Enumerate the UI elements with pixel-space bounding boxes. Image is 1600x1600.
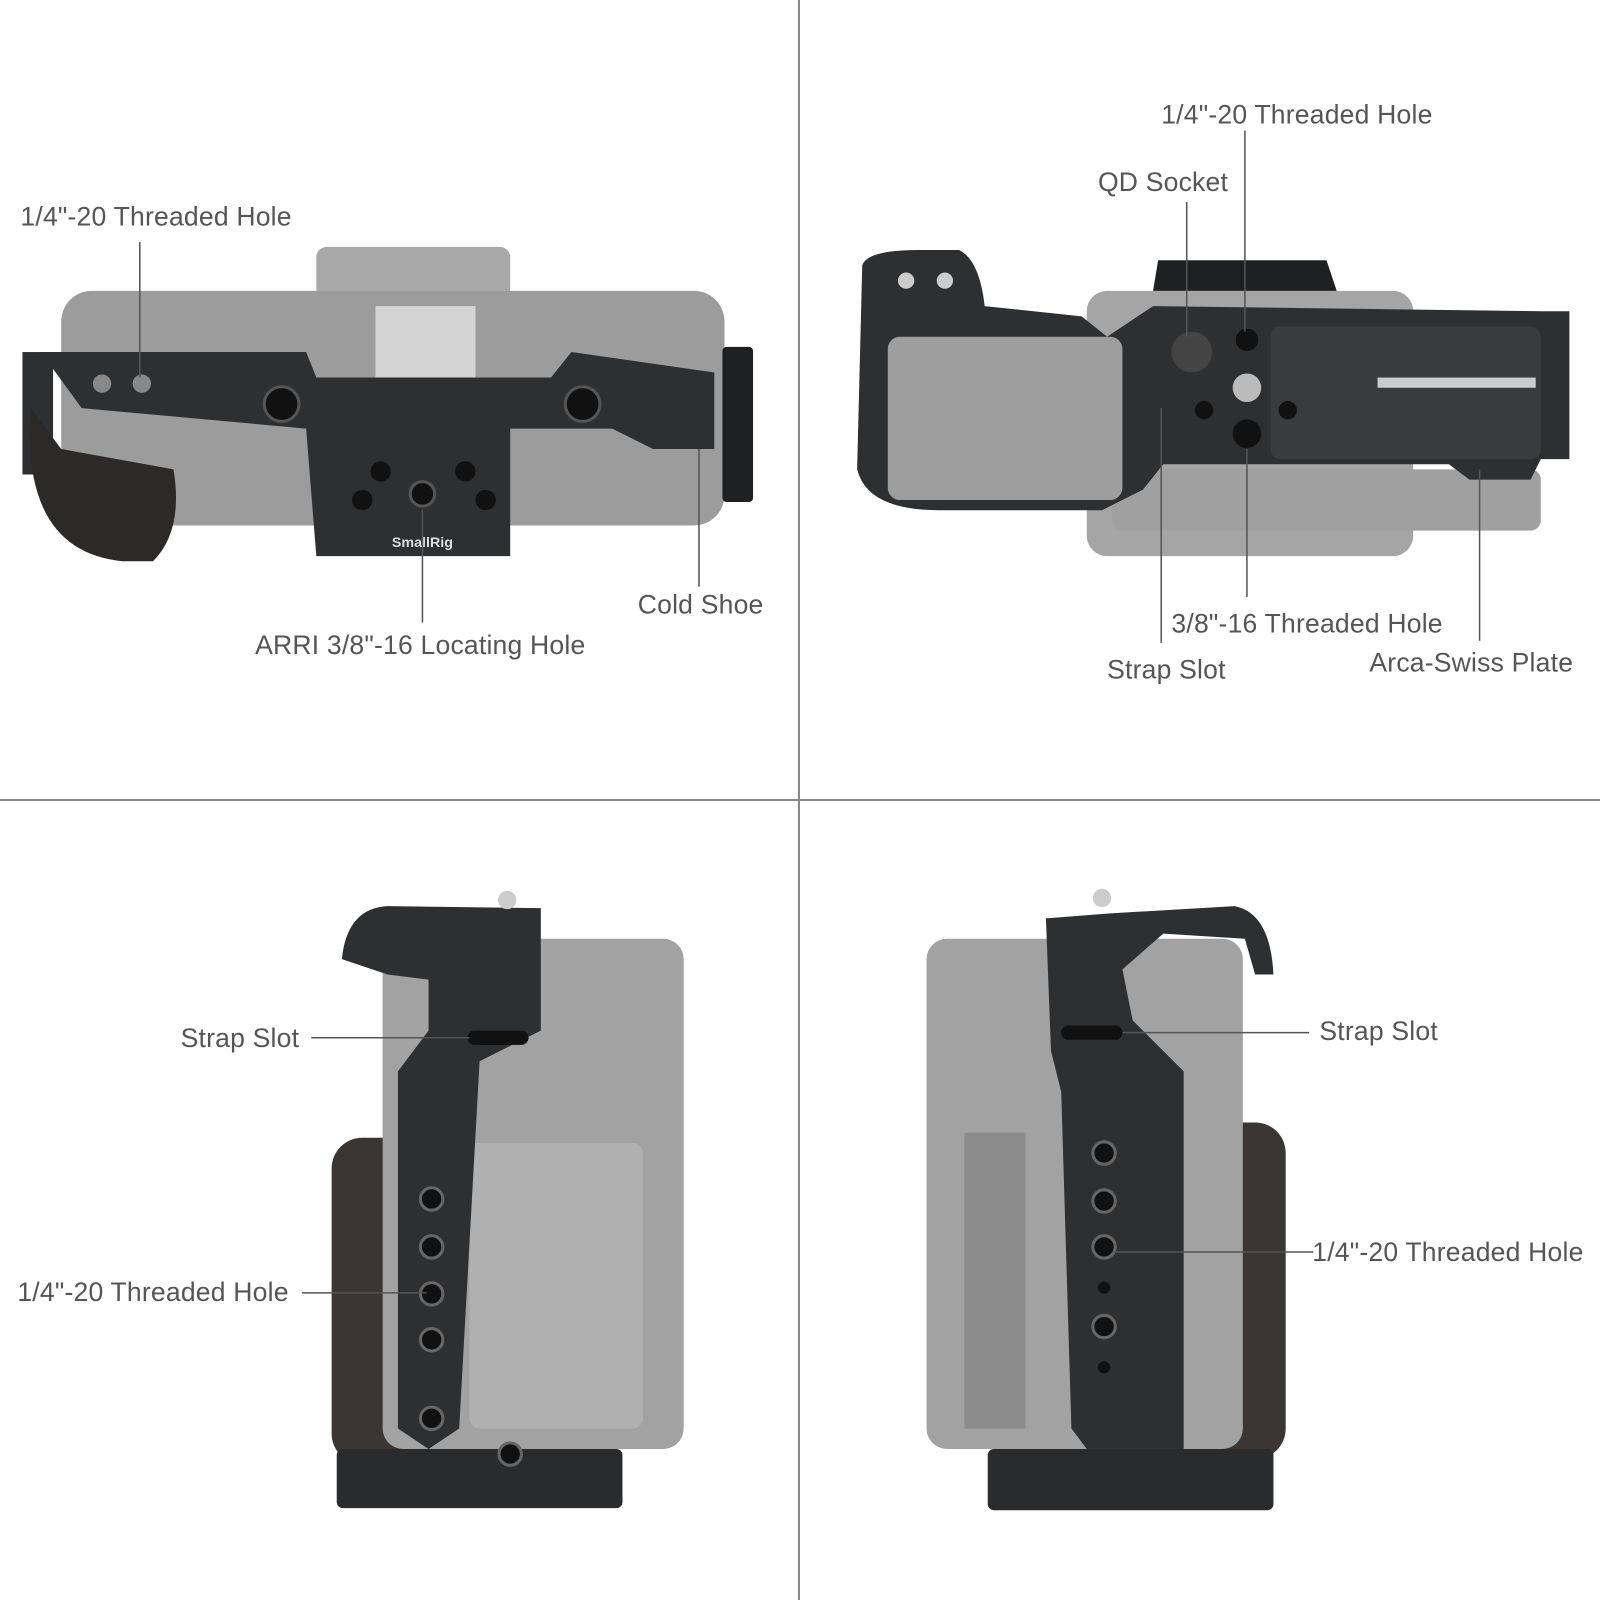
label-strap-slot: Strap Slot: [1107, 654, 1226, 685]
label-quarter-20-threaded-hole: 1/4"-20 Threaded Hole: [1312, 1236, 1584, 1268]
label-arca-swiss-plate: Arca-Swiss Plate: [1369, 646, 1574, 678]
label-strap-slot: Strap Slot: [1319, 1015, 1438, 1046]
label-quarter-20-threaded-hole: 1/4"-20 Threaded Hole: [17, 1276, 289, 1308]
label-quarter-20-threaded-hole: 1/4"-20 Threaded Hole: [20, 201, 292, 232]
bottom-right-leaders: [1112, 1031, 1314, 1253]
top-left-leaders: [139, 241, 700, 623]
top-right-leaders: [1160, 130, 1481, 643]
bottom-left-leaders: [302, 1036, 470, 1294]
label-arri-locating-hole: ARRI 3/8"-16 Locating Hole: [255, 629, 586, 661]
label-strap-slot: Strap Slot: [180, 1022, 300, 1054]
label-qd-socket: QD Socket: [1097, 166, 1229, 197]
label-quarter-20-threaded-hole: 1/4"-20 Threaded Hole: [1161, 98, 1433, 130]
label-3-8-16-threaded-hole: 3/8"-16 Threaded Hole: [1171, 608, 1443, 639]
cage-bottom-view: [857, 249, 1570, 557]
label-cold-shoe: Cold Shoe: [637, 588, 764, 620]
cage-side-view-left: [331, 890, 684, 1509]
cage-side-view-right: [926, 888, 1286, 1511]
cage-top-view: SmallRig: [22, 246, 754, 562]
